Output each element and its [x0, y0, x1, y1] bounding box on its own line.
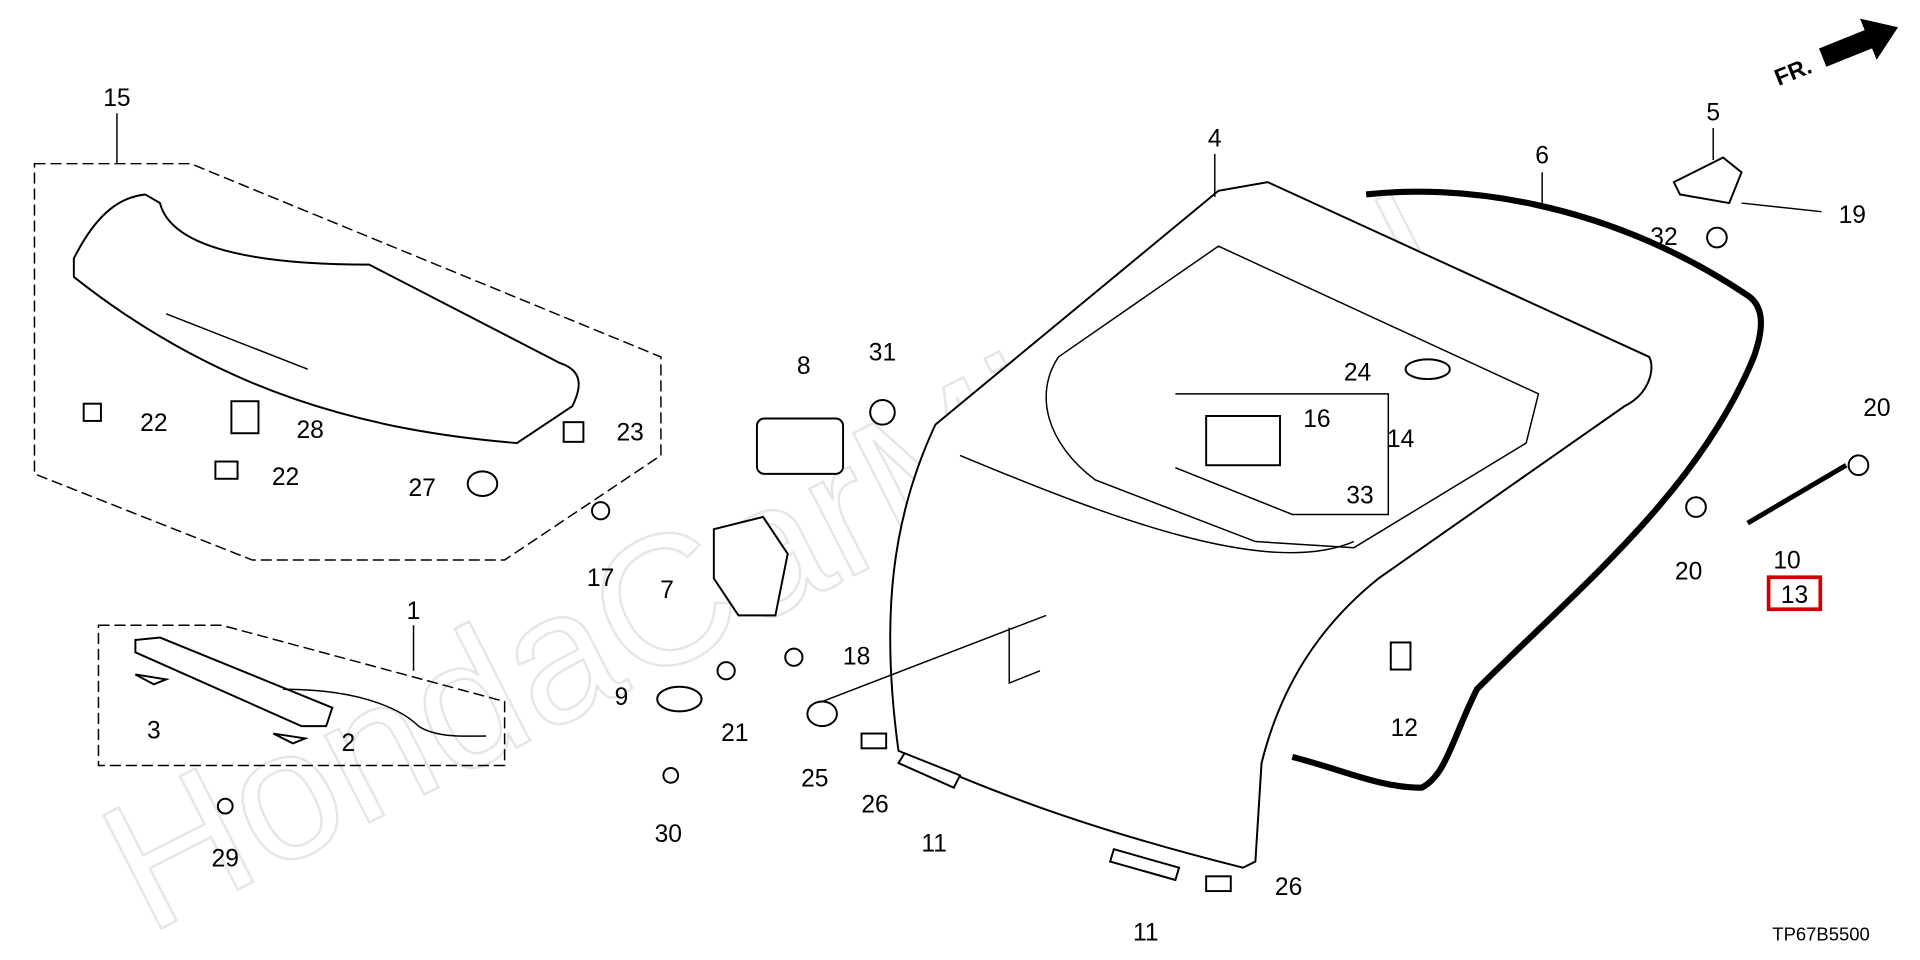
callout-13: 13: [1781, 582, 1808, 609]
callout-15: 15: [103, 85, 130, 112]
callout-27: 27: [408, 475, 435, 502]
clip-26b: [1205, 875, 1232, 893]
tailgate-window-opening: [1045, 245, 1540, 549]
callout-7: 7: [660, 577, 674, 604]
callout-10: 10: [1773, 548, 1800, 575]
screw-29: [216, 797, 234, 815]
callout-11: 11: [1133, 919, 1159, 946]
striker-9: [656, 685, 703, 713]
callout-11: 11: [921, 831, 947, 858]
cap-27: [466, 470, 499, 497]
clip-22a: [82, 402, 102, 422]
pad-11a: [897, 752, 962, 789]
screw-21: [716, 661, 736, 681]
callout-23: 23: [616, 420, 643, 447]
callout-18: 18: [843, 644, 870, 671]
callout-21: 21: [721, 720, 748, 747]
callout-5: 5: [1706, 100, 1720, 127]
ball-stud-20a: [1847, 454, 1870, 477]
spoiler-panel: [72, 193, 580, 445]
front-label: FR.: [1771, 53, 1816, 91]
brake-light: [134, 636, 334, 728]
callout-14: 14: [1387, 426, 1414, 453]
callout-22: 22: [140, 410, 167, 437]
front-direction-marker: FR.: [1771, 18, 1899, 91]
nut-23: [562, 421, 585, 443]
callout-8: 8: [797, 353, 811, 380]
tailgate-panel: [889, 181, 1653, 869]
plug-24: [1404, 358, 1451, 381]
grommet-25: [806, 700, 838, 728]
callout-31: 31: [869, 340, 896, 367]
callout-20: 20: [1675, 559, 1702, 586]
callout-26: 26: [861, 791, 888, 818]
ball-stud-20b: [1685, 496, 1707, 518]
grommet-31: [869, 399, 896, 426]
diagram-code: TP67B5500: [1772, 923, 1869, 944]
latch-7: [712, 515, 789, 617]
arrow-right-icon: [1819, 18, 1899, 67]
callout-6: 6: [1535, 143, 1549, 170]
callout-20: 20: [1863, 395, 1890, 422]
callout-25: 25: [801, 765, 828, 792]
spoiler-assembly-outline: [33, 162, 662, 561]
callout-30: 30: [655, 821, 682, 848]
bolt-18: [784, 647, 804, 667]
callout-9: 9: [615, 684, 629, 711]
callout-3: 3: [147, 717, 161, 744]
screw-30: [662, 767, 680, 784]
callout-26: 26: [1275, 874, 1302, 901]
bumper-12: [1389, 641, 1412, 671]
clip-26a: [860, 732, 888, 750]
bolt-17: [591, 501, 611, 521]
bracket-14: [1205, 415, 1281, 467]
clip-22b: [214, 460, 239, 480]
callout-12: 12: [1391, 715, 1418, 742]
callout-28: 28: [296, 417, 323, 444]
callout-19: 19: [1839, 202, 1866, 229]
callout-33: 33: [1346, 482, 1373, 509]
gas-strut: [1746, 463, 1848, 526]
hinge: [1672, 156, 1743, 205]
callout-32: 32: [1650, 224, 1677, 251]
callout-4: 4: [1208, 125, 1222, 152]
callout-17: 17: [587, 565, 614, 592]
callout-29: 29: [212, 845, 239, 872]
clip-28: [230, 400, 260, 435]
pad-11b: [1108, 848, 1181, 882]
handle-switch-8: [755, 417, 845, 475]
boxed-callout-13: [1766, 575, 1823, 612]
callout-1: 1: [407, 598, 421, 625]
weatherstrip: [1291, 188, 1764, 791]
callout-16: 16: [1303, 406, 1330, 433]
callout-22: 22: [272, 464, 299, 491]
high-mount-light-outline: [97, 624, 506, 767]
callout-2: 2: [341, 730, 355, 757]
callout-24: 24: [1344, 359, 1371, 386]
